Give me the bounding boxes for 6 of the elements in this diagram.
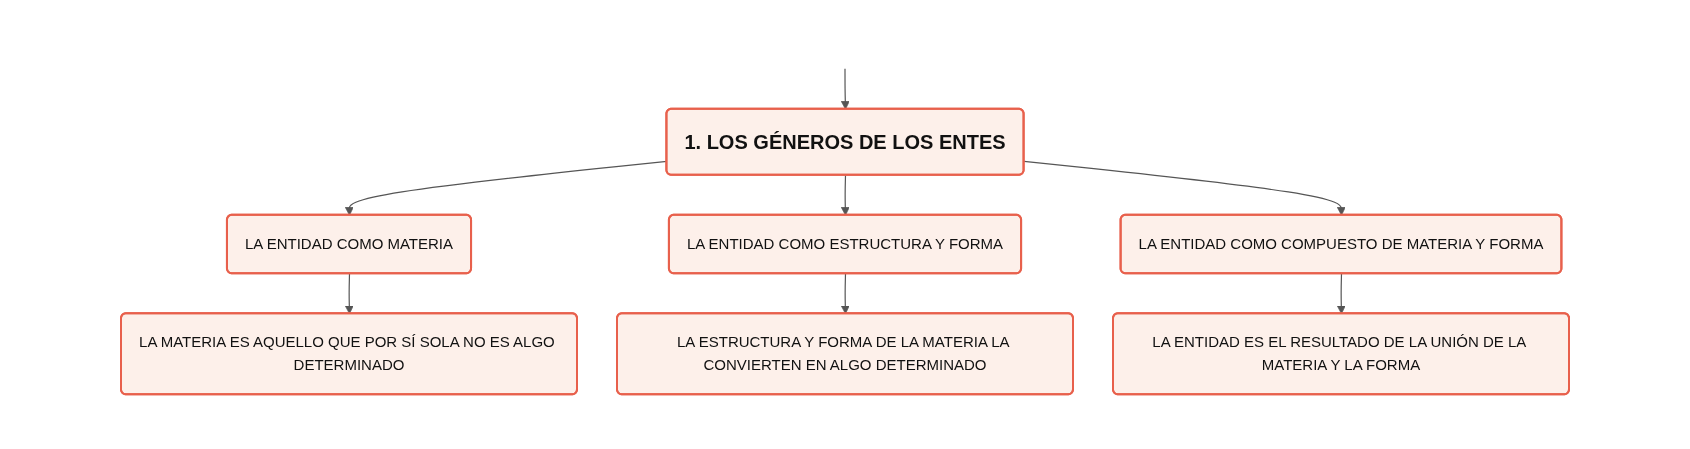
arrow (1023, 160, 1346, 216)
arrow (840, 174, 850, 216)
arrow (1336, 273, 1346, 315)
arrow (840, 68, 850, 110)
arrow (344, 273, 354, 315)
arrow (840, 273, 850, 315)
